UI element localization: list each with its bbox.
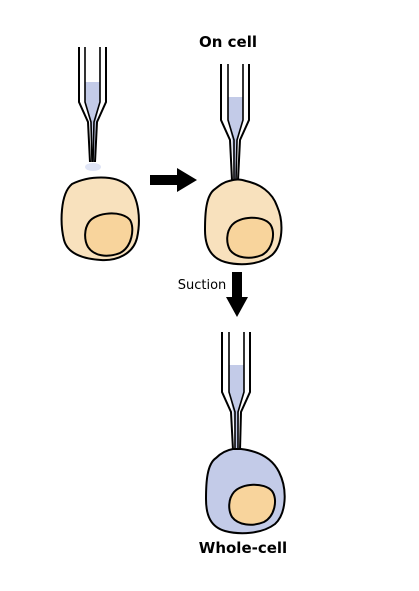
pipette-whole-cell — [221, 332, 251, 451]
pipette-solution — [85, 82, 100, 162]
nucleus — [84, 212, 134, 257]
pipette-on-cell — [220, 64, 250, 181]
nucleus — [228, 483, 277, 526]
cell-on-cell — [203, 178, 283, 266]
pipette-solution — [229, 365, 244, 450]
stage-on-cell: On cell — [199, 33, 283, 266]
whole-cell-label: Whole-cell — [199, 539, 287, 557]
stage-approach — [60, 47, 140, 262]
pipette-solution — [228, 97, 243, 180]
on-cell-label: On cell — [199, 33, 257, 51]
cell-approach — [60, 176, 140, 262]
cell-whole-cell — [204, 448, 286, 535]
arrow-down-icon — [226, 272, 248, 317]
pipette-approach — [78, 47, 107, 171]
arrow-right-icon — [150, 168, 197, 192]
stage-whole-cell: Whole-cell — [199, 332, 287, 557]
solution-outflow — [85, 163, 101, 171]
nucleus — [226, 216, 275, 259]
suction-label: Suction — [178, 278, 227, 293]
